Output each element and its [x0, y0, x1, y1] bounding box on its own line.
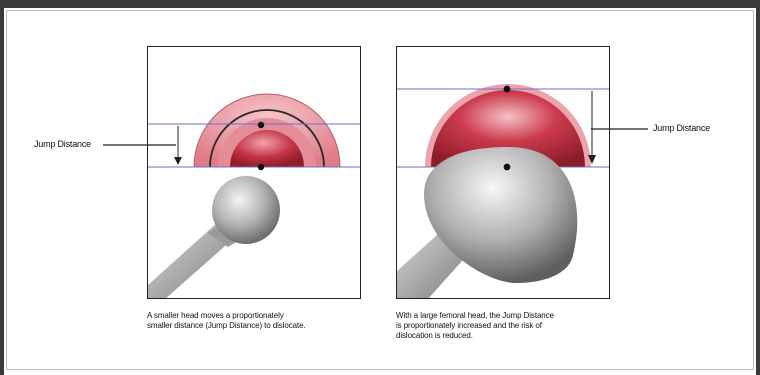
right-caption-line: dislocation is reduced. — [396, 331, 554, 341]
left-caption: A smaller head moves a proportionately s… — [147, 311, 306, 331]
left-caption-line: A smaller head moves a proportionately — [147, 311, 306, 321]
right-caption: With a large femoral head, the Jump Dist… — [396, 311, 554, 341]
left-jump-distance-label: Jump Distance — [34, 139, 91, 149]
left-caption-line: smaller distance (Jump Distance) to disl… — [147, 321, 306, 331]
right-jump-distance-label: Jump Distance — [653, 123, 710, 133]
right-caption-line: is proportionately increased and the ris… — [396, 321, 554, 331]
right-caption-line: With a large femoral head, the Jump Dist… — [396, 311, 554, 321]
